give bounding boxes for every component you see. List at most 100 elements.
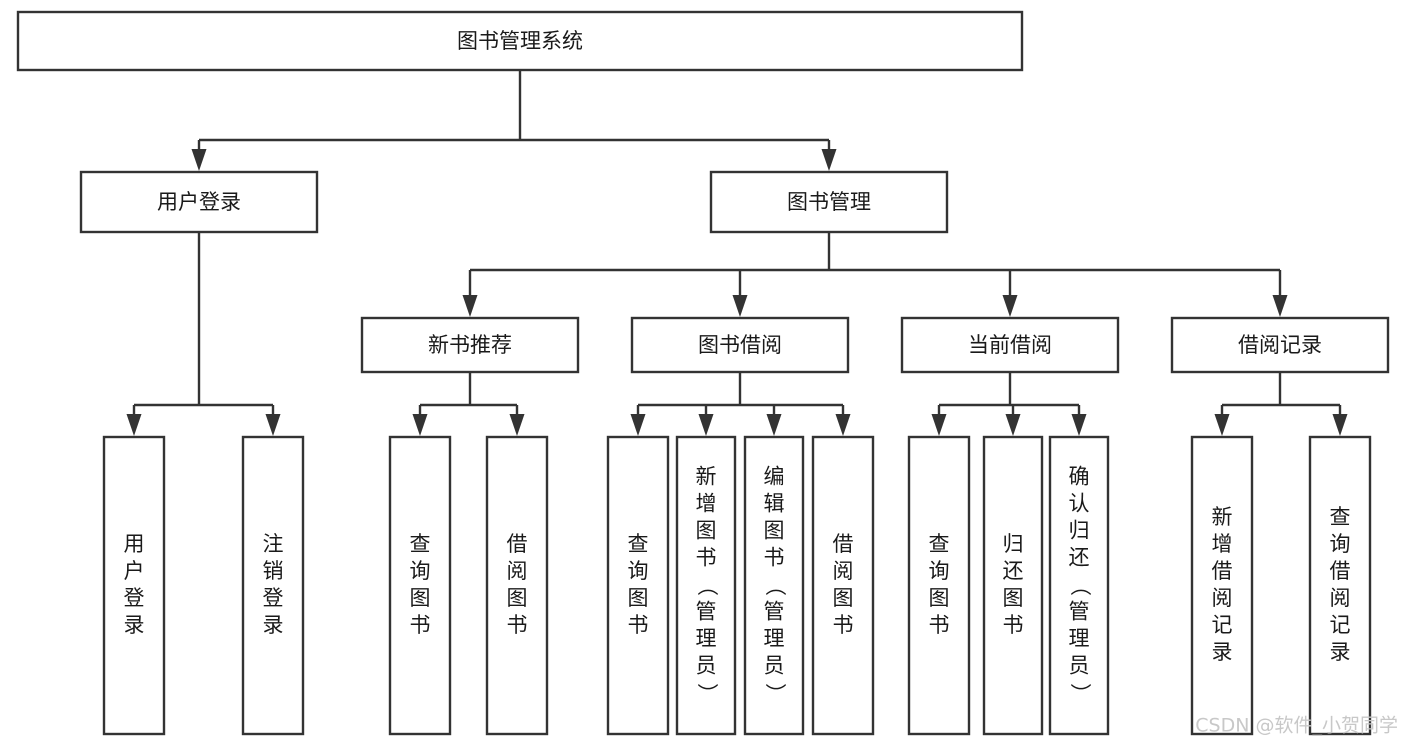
node-box-leaf-edit-book[interactable] — [743, 435, 805, 736]
node-label-leaf-add-book-char-1: 增 — [696, 492, 717, 516]
node-label-leaf-query-book-rec-char-1: 询 — [410, 559, 431, 583]
node-label-leaf-add-record-char-0: 新 — [1212, 505, 1233, 529]
node-borrow-record[interactable]: 借阅记录 — [1170, 316, 1390, 374]
node-label-leaf-edit-book-char-1: 辑 — [764, 492, 785, 516]
node-box-current-borrow[interactable] — [900, 316, 1120, 374]
node-box-leaf-query-book-bb[interactable] — [606, 435, 670, 736]
node-leaf-user-login[interactable]: 用户登录 — [102, 435, 166, 736]
node-label-leaf-return-book-char-2: 图 — [1003, 586, 1024, 610]
node-label-leaf-user-login-char-3: 录 — [124, 613, 145, 637]
node-label-leaf-confirm-return-char-1: 认 — [1069, 492, 1090, 516]
node-book-manage[interactable]: 图书管理 — [709, 170, 949, 234]
node-label-leaf-query-book-cb-char-0: 查 — [929, 532, 950, 556]
node-label-borrow-record: 借阅记录 — [1238, 333, 1322, 357]
node-label-leaf-add-book-char-3: 书 — [696, 546, 717, 570]
node-box-leaf-add-book[interactable] — [675, 435, 737, 736]
node-label-leaf-confirm-return-char-6: 理 — [1069, 627, 1090, 651]
node-label-leaf-borrow-book-bb-char-3: 书 — [833, 613, 854, 637]
node-label-leaf-logout-char-0: 注 — [263, 532, 284, 556]
node-box-book-manage[interactable] — [709, 170, 949, 234]
node-label-leaf-query-record-char-0: 查 — [1330, 505, 1351, 529]
node-label-leaf-query-book-rec-char-3: 书 — [410, 613, 431, 637]
node-label-root: 图书管理系统 — [457, 29, 583, 53]
node-label-leaf-query-book-bb-char-3: 书 — [628, 613, 649, 637]
node-label-leaf-query-book-cb-char-2: 图 — [929, 586, 950, 610]
node-box-leaf-add-record[interactable] — [1190, 435, 1254, 736]
node-box-leaf-confirm-return[interactable] — [1048, 435, 1110, 736]
node-label-leaf-return-book-char-3: 书 — [1003, 613, 1024, 637]
node-user-login[interactable]: 用户登录 — [79, 170, 319, 234]
node-label-leaf-query-book-rec-char-2: 图 — [410, 586, 431, 610]
node-root[interactable]: 图书管理系统 — [16, 10, 1024, 72]
node-label-leaf-confirm-return-char-8: ） — [1068, 683, 1092, 704]
node-label-leaf-borrow-book-bb-char-2: 图 — [833, 586, 854, 610]
node-label-leaf-user-login-char-2: 登 — [124, 586, 145, 610]
node-label-leaf-query-book-rec-char-0: 查 — [410, 532, 431, 556]
node-box-user-login[interactable] — [79, 170, 319, 234]
node-label-leaf-add-book-char-6: 理 — [696, 627, 717, 651]
node-box-leaf-logout[interactable] — [241, 435, 305, 736]
node-label-leaf-logout-char-2: 登 — [263, 586, 284, 610]
node-label-leaf-add-record-char-5: 录 — [1212, 640, 1233, 664]
node-label-leaf-logout-char-1: 销 — [263, 559, 284, 583]
node-label-leaf-edit-book-char-0: 编 — [764, 465, 785, 489]
node-box-borrow-record[interactable] — [1170, 316, 1390, 374]
node-book-borrow[interactable]: 图书借阅 — [630, 316, 850, 374]
node-box-leaf-query-book-cb[interactable] — [907, 435, 971, 736]
node-new-book-rec[interactable]: 新书推荐 — [360, 316, 580, 374]
edge-group-current-borrow — [931, 372, 1087, 436]
node-label-leaf-add-record-char-4: 记 — [1212, 613, 1233, 637]
node-label-leaf-add-record-char-2: 借 — [1212, 559, 1233, 583]
connector-edges-layer — [126, 70, 1348, 436]
node-box-leaf-return-book[interactable] — [982, 435, 1044, 736]
node-label-leaf-add-book-char-7: 员 — [696, 654, 717, 678]
node-label-leaf-edit-book-char-7: 员 — [764, 654, 785, 678]
node-label-leaf-borrow-book-rec-char-1: 阅 — [507, 559, 528, 583]
node-label-leaf-confirm-return-char-3: 还 — [1069, 546, 1090, 570]
node-box-leaf-query-book-rec[interactable] — [388, 435, 452, 736]
node-label-leaf-add-book-char-5: 管 — [696, 600, 717, 624]
node-label-leaf-edit-book-char-6: 理 — [764, 627, 785, 651]
node-label-current-borrow: 当前借阅 — [968, 333, 1052, 357]
node-label-leaf-add-book-char-8: ） — [695, 683, 719, 704]
node-label-leaf-query-record-char-2: 借 — [1330, 559, 1351, 583]
node-label-leaf-query-book-cb-char-1: 询 — [929, 559, 950, 583]
node-box-leaf-borrow-book-bb[interactable] — [811, 435, 875, 736]
node-label-leaf-add-record-char-3: 阅 — [1212, 586, 1233, 610]
node-label-leaf-confirm-return-char-2: 归 — [1069, 519, 1090, 543]
node-box-book-borrow[interactable] — [630, 316, 850, 374]
node-label-leaf-borrow-book-bb-char-1: 阅 — [833, 559, 854, 583]
node-label-leaf-add-book-char-4: （ — [695, 575, 719, 596]
node-box-leaf-borrow-book-rec[interactable] — [485, 435, 549, 736]
node-label-leaf-borrow-book-rec-char-2: 图 — [507, 586, 528, 610]
node-label-leaf-query-book-cb-char-3: 书 — [929, 613, 950, 637]
node-label-leaf-user-login-char-1: 户 — [124, 559, 145, 583]
node-label-leaf-edit-book-char-3: 书 — [764, 546, 785, 570]
node-box-new-book-rec[interactable] — [360, 316, 580, 374]
node-label-leaf-confirm-return-char-7: 员 — [1069, 654, 1090, 678]
node-box-root[interactable] — [16, 10, 1024, 72]
node-label-leaf-user-login-char-0: 用 — [124, 532, 145, 556]
node-box-leaf-user-login[interactable] — [102, 435, 166, 736]
node-label-leaf-add-book-char-0: 新 — [696, 465, 717, 489]
node-current-borrow[interactable]: 当前借阅 — [900, 316, 1120, 374]
node-label-leaf-borrow-book-rec-char-3: 书 — [507, 613, 528, 637]
node-label-book-borrow: 图书借阅 — [698, 333, 782, 357]
node-label-leaf-edit-book-char-5: 管 — [764, 600, 785, 624]
edge-group-borrow-record — [1214, 372, 1348, 436]
node-box-leaf-query-record[interactable] — [1308, 435, 1372, 736]
